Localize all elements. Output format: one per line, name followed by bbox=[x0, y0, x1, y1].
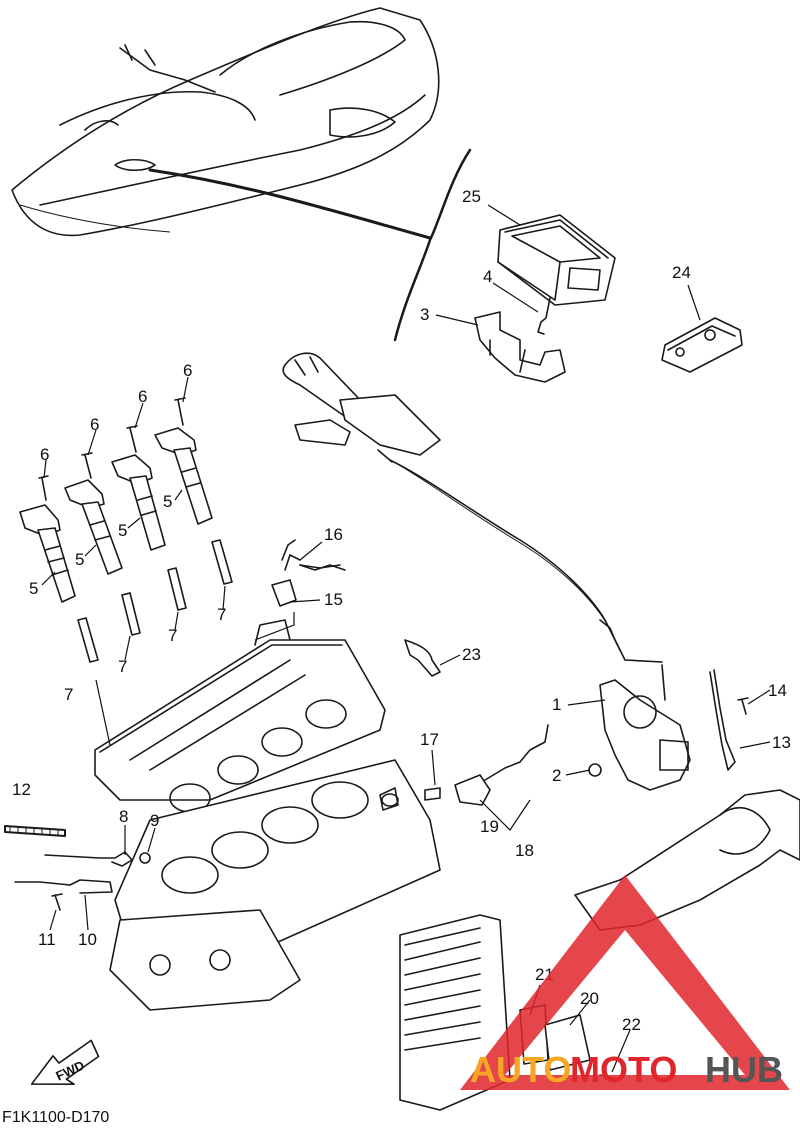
o-ring-9 bbox=[139, 852, 151, 864]
spark-plug-1 bbox=[77, 617, 99, 663]
callout-5d: 5 bbox=[29, 579, 38, 598]
callout-23: 23 bbox=[462, 645, 481, 664]
callout-1: 1 bbox=[552, 695, 561, 714]
callout-13: 13 bbox=[772, 733, 791, 752]
spark-plug-2 bbox=[121, 592, 141, 636]
callout-6a: 6 bbox=[183, 361, 192, 380]
sensor-10 bbox=[14, 879, 113, 894]
bolt-11 bbox=[51, 893, 63, 911]
ignition-coil-4 bbox=[154, 427, 213, 525]
callout-10: 10 bbox=[78, 930, 97, 949]
washer-17 bbox=[381, 793, 399, 807]
ignition-coil-1 bbox=[19, 504, 76, 603]
sensor-8 bbox=[44, 851, 133, 867]
callout-4: 4 bbox=[483, 267, 492, 286]
callout-8: 8 bbox=[119, 807, 128, 826]
watermark-logo: AUTO MOTO HUB bbox=[460, 875, 790, 1090]
plug-17 bbox=[424, 787, 441, 801]
watermark-triangle bbox=[460, 875, 790, 1090]
coil-bolt-3 bbox=[126, 425, 138, 453]
callout-9: 9 bbox=[150, 811, 159, 830]
spark-plug-3 bbox=[167, 567, 187, 611]
diagram-code: F1K1100-D170 bbox=[2, 1109, 109, 1126]
callout-18: 18 bbox=[515, 841, 534, 860]
engine-control-unit bbox=[497, 214, 616, 306]
callout-17: 17 bbox=[420, 730, 439, 749]
callout-19: 19 bbox=[480, 817, 499, 836]
coil-bolt-1 bbox=[38, 475, 49, 501]
temperature-sensor bbox=[709, 669, 736, 771]
ignition-coil-2 bbox=[64, 479, 123, 575]
sensor-lead-16 bbox=[281, 539, 346, 571]
watermark-text-auto: AUTO bbox=[470, 1049, 571, 1090]
knock-sensor bbox=[454, 774, 491, 806]
callout-5b: 5 bbox=[118, 521, 127, 540]
wire-clamp-23 bbox=[404, 639, 441, 677]
cam-sensor bbox=[271, 554, 341, 607]
leader-lines bbox=[41, 204, 771, 1073]
callout-7c: 7 bbox=[118, 657, 127, 676]
sensor-bolt bbox=[737, 697, 749, 715]
callout-14: 14 bbox=[768, 681, 787, 700]
callout-15: 15 bbox=[324, 590, 343, 609]
callout-20: 20 bbox=[580, 989, 599, 1008]
callout-11: 11 bbox=[38, 930, 56, 949]
coil-bolt-2 bbox=[81, 452, 93, 479]
callout-labels: 25 4 3 24 6 6 6 6 5 5 5 5 16 15 7 7 7 7 … bbox=[12, 187, 791, 1034]
callout-5a: 5 bbox=[163, 492, 172, 511]
remote-transmitter bbox=[661, 317, 743, 373]
callout-12: 12 bbox=[12, 780, 31, 799]
group-bracket bbox=[393, 148, 472, 342]
callout-2: 2 bbox=[552, 766, 561, 785]
callout-16: 16 bbox=[324, 525, 343, 544]
throttle-body bbox=[599, 664, 691, 791]
throttle-grip-assembly bbox=[282, 352, 441, 463]
callout-22: 22 bbox=[622, 1015, 641, 1034]
watercraft-illustration bbox=[11, 7, 440, 237]
callout-6b: 6 bbox=[138, 387, 147, 406]
spark-plug-4 bbox=[211, 539, 233, 585]
ecu-bracket bbox=[474, 311, 566, 383]
callout-7a: 7 bbox=[217, 605, 226, 624]
ignition-coil-3 bbox=[111, 454, 166, 551]
location-pointer-line bbox=[148, 168, 432, 240]
throttle-body-nut bbox=[588, 763, 602, 777]
callout-3: 3 bbox=[420, 305, 429, 324]
throttle-cable bbox=[389, 459, 621, 651]
callout-24: 24 bbox=[672, 263, 691, 282]
callout-6d: 6 bbox=[40, 445, 49, 464]
fwd-arrow: FWD bbox=[30, 1039, 100, 1085]
callout-25: 25 bbox=[462, 187, 481, 206]
ecu-pin bbox=[537, 297, 551, 335]
callout-6c: 6 bbox=[90, 415, 99, 434]
watermark-text-moto: MOTO bbox=[570, 1049, 677, 1090]
callout-7d: 7 bbox=[64, 685, 73, 704]
callout-5c: 5 bbox=[75, 550, 84, 569]
wire-sleeve-12 bbox=[4, 825, 66, 837]
watermark-text-hub: HUB bbox=[705, 1049, 783, 1090]
callout-7b: 7 bbox=[168, 626, 177, 645]
engine-block bbox=[94, 619, 441, 1011]
